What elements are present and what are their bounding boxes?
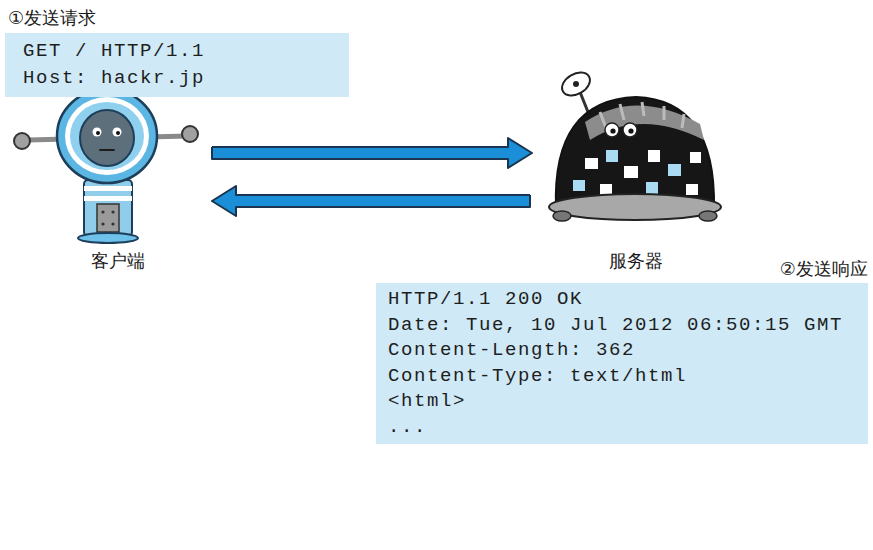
http-line: <html>: [388, 389, 856, 415]
robot-part: [610, 128, 615, 133]
robot-part: [14, 133, 30, 149]
server-robot: [549, 68, 721, 221]
message-panel: GET / HTTP/1.1Host: hackr.jp: [5, 33, 349, 97]
robot-part: [553, 211, 571, 221]
robot-part: [78, 233, 138, 243]
robot-part: [573, 81, 579, 87]
message-arrow: [212, 138, 532, 168]
robot-part: [65, 97, 149, 175]
message-arrow: [212, 186, 530, 216]
robot-part: [556, 97, 714, 208]
client-node: 客户端: [25, 95, 210, 273]
robot-part: [84, 196, 132, 201]
robot-part: [668, 164, 681, 176]
robot-part: [606, 150, 618, 162]
step-heading: ①发送请求: [5, 6, 349, 33]
robot-part: [100, 149, 114, 151]
server-node: 服务器: [548, 68, 723, 273]
robot-part: [585, 158, 598, 169]
robot-part: [558, 68, 594, 100]
robot-part: [80, 110, 134, 166]
robot-part: [690, 152, 701, 163]
request-box: ①发送请求GET / HTTP/1.1Host: hackr.jp: [5, 6, 349, 97]
robot-part: [93, 128, 102, 137]
role-label: 客户端: [91, 249, 145, 273]
client-robot: [14, 89, 198, 243]
http-line: Date: Tue, 10 Jul 2012 06:50:15 GMT: [388, 313, 856, 339]
robot-part: [646, 182, 658, 194]
robot-part: [70, 102, 144, 170]
role-label: 服务器: [609, 249, 663, 273]
robot-part: [84, 186, 132, 191]
robot-part: [600, 184, 612, 195]
http-line: GET / HTTP/1.1: [23, 38, 331, 65]
robot-part: [182, 126, 198, 142]
robot-part: [111, 210, 114, 213]
robot-part: [648, 150, 660, 162]
http-line: ...: [388, 415, 856, 441]
http-line: Content-Type: text/html: [388, 364, 856, 390]
robot-part: [101, 222, 104, 225]
robot-part: [97, 204, 119, 232]
robot-part: [605, 123, 619, 137]
robot-part: [57, 89, 157, 183]
robot-part: [111, 222, 114, 225]
http-line: HTTP/1.1 200 OK: [388, 287, 856, 313]
robot-part: [686, 184, 698, 195]
robot-part: [699, 211, 717, 221]
robot-part: [113, 128, 122, 137]
robot-part: [101, 210, 104, 213]
http-line: Content-Length: 362: [388, 338, 856, 364]
robot-part: [84, 180, 132, 236]
robot-part: [624, 166, 638, 178]
http-line: Host: hackr.jp: [23, 65, 331, 92]
robot-part: [623, 123, 637, 137]
robot-part: [96, 131, 100, 135]
robot-part: [549, 194, 721, 220]
robot-part: [573, 180, 585, 191]
robot-part: [628, 128, 633, 133]
message-panel: HTTP/1.1 200 OKDate: Tue, 10 Jul 2012 06…: [376, 283, 868, 444]
step-heading: ②发送响应: [376, 257, 868, 283]
robot-part: [116, 131, 120, 135]
response-box: ②发送响应HTTP/1.1 200 OKDate: Tue, 10 Jul 20…: [376, 257, 868, 444]
